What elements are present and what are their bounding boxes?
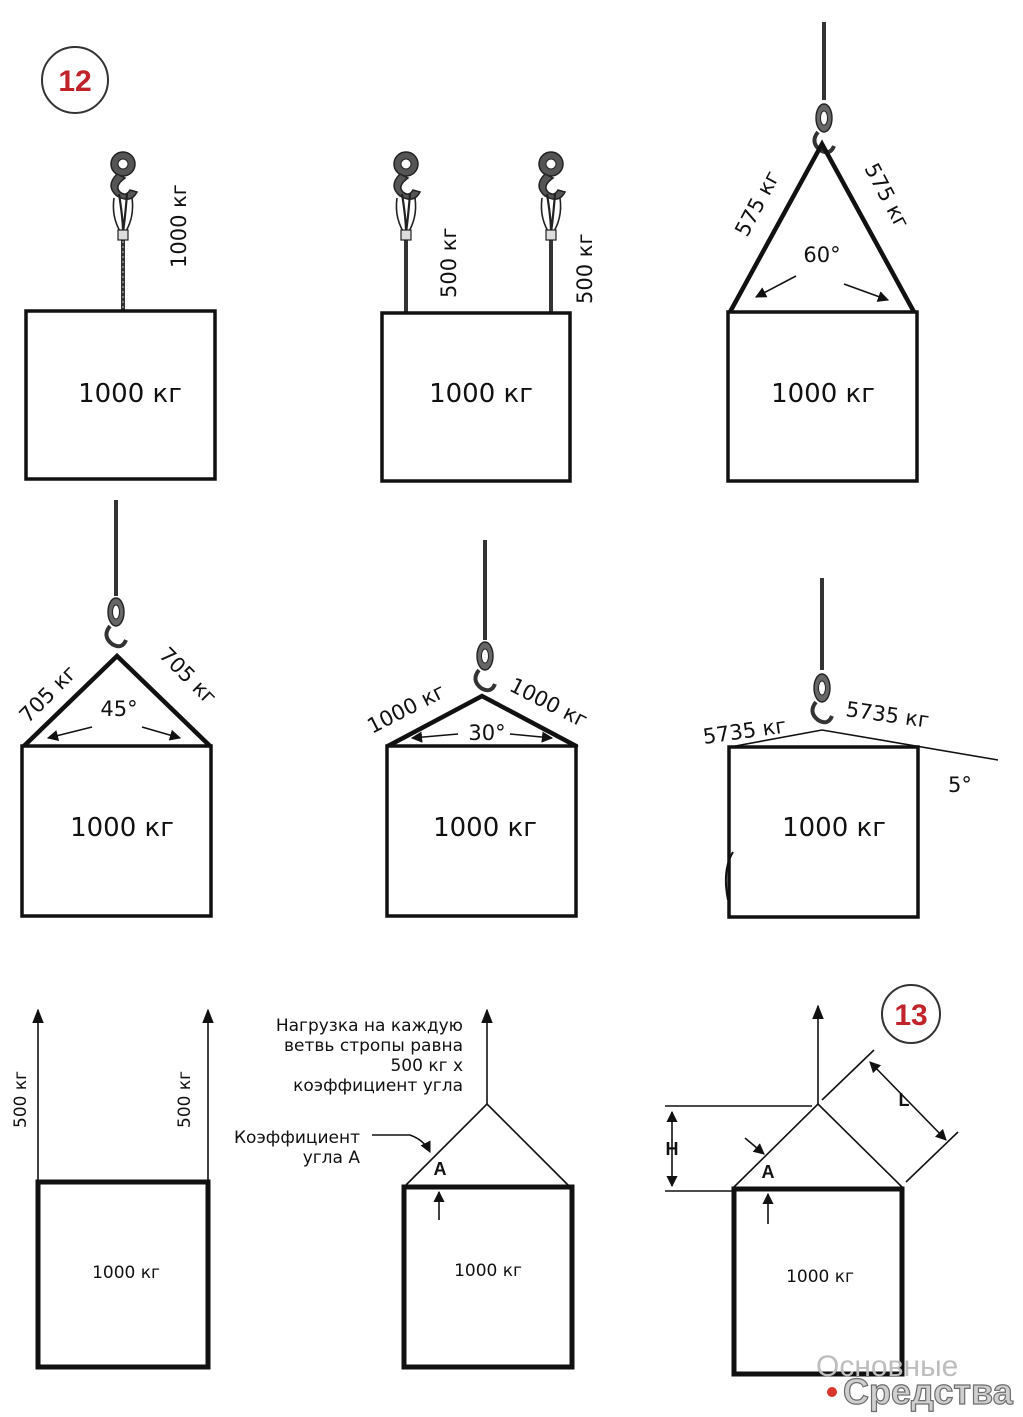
figure-13-badge [881, 984, 941, 1044]
load-box [385, 744, 578, 918]
panel-dimensions: 13 H L A 1000 кг [665, 984, 959, 1377]
load-label: 1000 кг [782, 813, 886, 843]
sling-load-label: 1000 кг [167, 184, 191, 268]
panel-5-degrees: 5735 кг 5735 кг 5° 1000 кг [701, 578, 999, 919]
angle-note-line-2: угла А [303, 1148, 361, 1168]
svg-text:12: 12 [58, 65, 91, 98]
swivel-hook-icon [104, 596, 128, 649]
svg-text:13: 13 [894, 999, 927, 1032]
load-label: 1000 кг [771, 379, 875, 409]
load-box [401, 1184, 575, 1370]
figure-12-badge: 12 [41, 46, 109, 114]
svg-text:Средства: Средства [843, 1371, 1014, 1412]
length-letter: L [899, 1090, 910, 1110]
load-box [731, 1186, 905, 1377]
note-line-1: Нагрузка на каждую [276, 1016, 463, 1036]
note-line-2: ветвь стропы равна [284, 1036, 463, 1056]
load-label: 1000 кг [433, 813, 537, 843]
panel-45-degrees: 705 кг 705 кг 45° 1000 кг [15, 500, 221, 918]
height-letter: H [666, 1139, 679, 1159]
load-box [24, 309, 217, 481]
crane-hook-icon [109, 150, 139, 242]
load-box [726, 310, 919, 483]
svg-text:Основные: Основные [816, 1350, 958, 1383]
panel-60-degrees: 575 кг 575 кг 60° 1000 кг [726, 22, 919, 483]
load-label: 1000 кг [70, 813, 174, 843]
sling-left-label: 1000 кг [363, 679, 449, 738]
force-left-label: 500 кг [11, 1071, 31, 1128]
angle-letter: A [762, 1162, 775, 1182]
panel-30-degrees: 1000 кг 1000 кг 30° 1000 кг [363, 540, 592, 918]
note-line-4: коэффициент угла [293, 1076, 463, 1096]
sling-right-label: 575 кг [860, 159, 914, 233]
angle-label: 60° [803, 243, 840, 267]
load-box [727, 745, 920, 919]
load-label: 1000 кг [786, 1267, 854, 1287]
sling-right-label: 1000 кг [506, 673, 592, 732]
sling-left-label: 500 кг [437, 228, 461, 298]
panel-angle-coefficient: Нагрузка на каждую ветвь стропы равна 50… [234, 1008, 575, 1370]
angle-label: 30° [468, 721, 505, 745]
crane-hook-icon [537, 150, 567, 242]
load-label: 1000 кг [92, 1263, 160, 1283]
crane-hook-icon [392, 150, 422, 242]
note-line-3: 500 кг x [390, 1056, 463, 1076]
swivel-hook-icon [810, 672, 834, 725]
panel-single-sling: 1000 кг 1000 кг [24, 150, 217, 481]
load-box [380, 311, 572, 483]
angle-label: 5° [948, 773, 972, 797]
force-right-label: 500 кг [175, 1071, 195, 1128]
load-box [35, 1179, 211, 1370]
sling-right-label: 500 кг [573, 234, 597, 304]
panel-two-slings: 500 кг 500 кг 1000 кг [380, 150, 597, 483]
watermark-logo: Основные Средства [816, 1350, 1014, 1413]
angle-letter: A [434, 1159, 447, 1179]
swivel-hook-icon [473, 640, 497, 693]
sling-right-label: 5735 кг [844, 697, 930, 732]
load-box [20, 744, 213, 918]
angle-label: 45° [100, 697, 137, 721]
angle-note-line-1: Коэффициент [234, 1128, 360, 1148]
load-label: 1000 кг [429, 379, 533, 409]
panel-force-vectors: 500 кг 500 кг 1000 кг [11, 1008, 214, 1370]
load-label: 1000 кг [454, 1261, 522, 1281]
sling-left-label: 705 кг [15, 661, 82, 728]
load-label: 1000 кг [78, 379, 182, 409]
